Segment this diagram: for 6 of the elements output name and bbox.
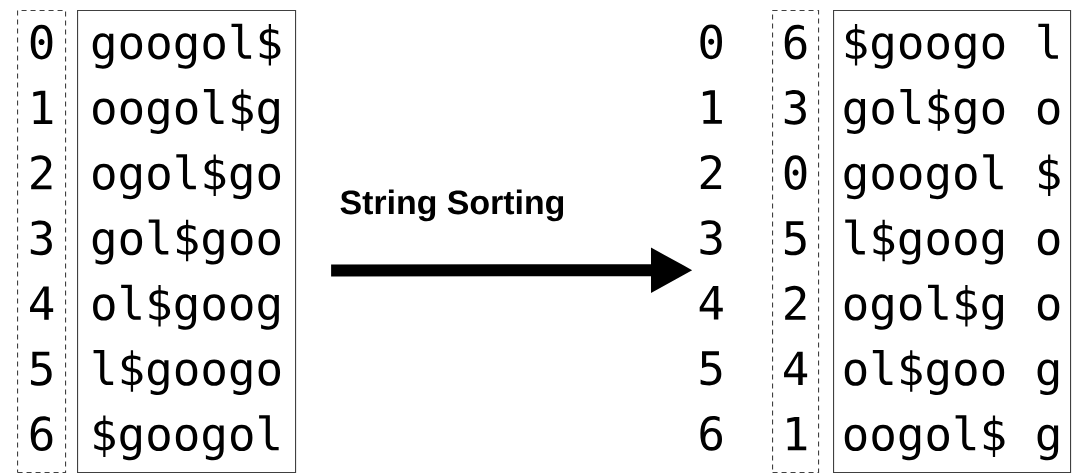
index-column: 0 1 2 3 4 5 6	[17, 10, 67, 474]
row-number-column: 0 1 2 3 4 5 6	[699, 24, 723, 451]
rotation-box: googol$ oogol$g ogol$go gol$goo ol$goog l$googo $googol	[77, 10, 297, 474]
sorted-rotation-box: $googo l gol$go o googol $ l$goog o ogol$g o ol$goo g oogol$ g	[833, 10, 1072, 474]
edge-label: String Sorting	[340, 189, 564, 222]
index-column: 6 3 0 5 2 4 1	[772, 10, 820, 474]
